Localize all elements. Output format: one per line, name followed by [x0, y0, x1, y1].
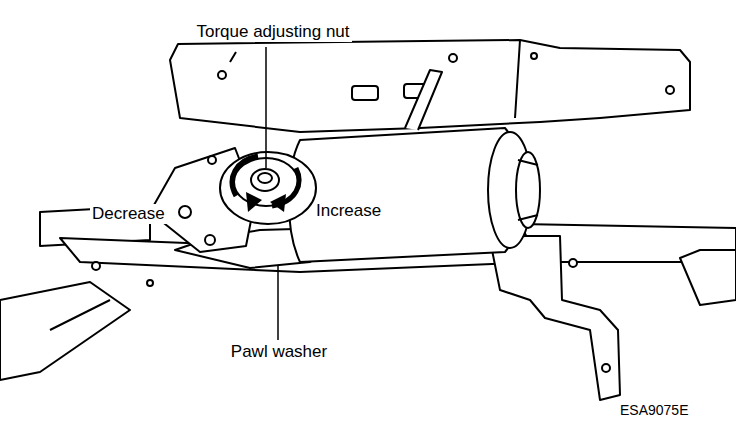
direction-label: Decrease — [90, 204, 167, 224]
left-arm — [0, 282, 130, 380]
torque-adjusting-nut — [251, 169, 279, 191]
right-member — [490, 236, 620, 400]
motor-body — [289, 128, 520, 262]
figure-code: ESA9075E — [618, 402, 691, 418]
upper-panel — [170, 40, 690, 132]
part-label: Torque adjusting nut — [194, 22, 351, 42]
direction-label: Increase — [314, 201, 383, 221]
pawl-washer — [220, 152, 316, 224]
leader-lines — [266, 47, 278, 340]
part-label: Pawl washer — [229, 342, 329, 362]
